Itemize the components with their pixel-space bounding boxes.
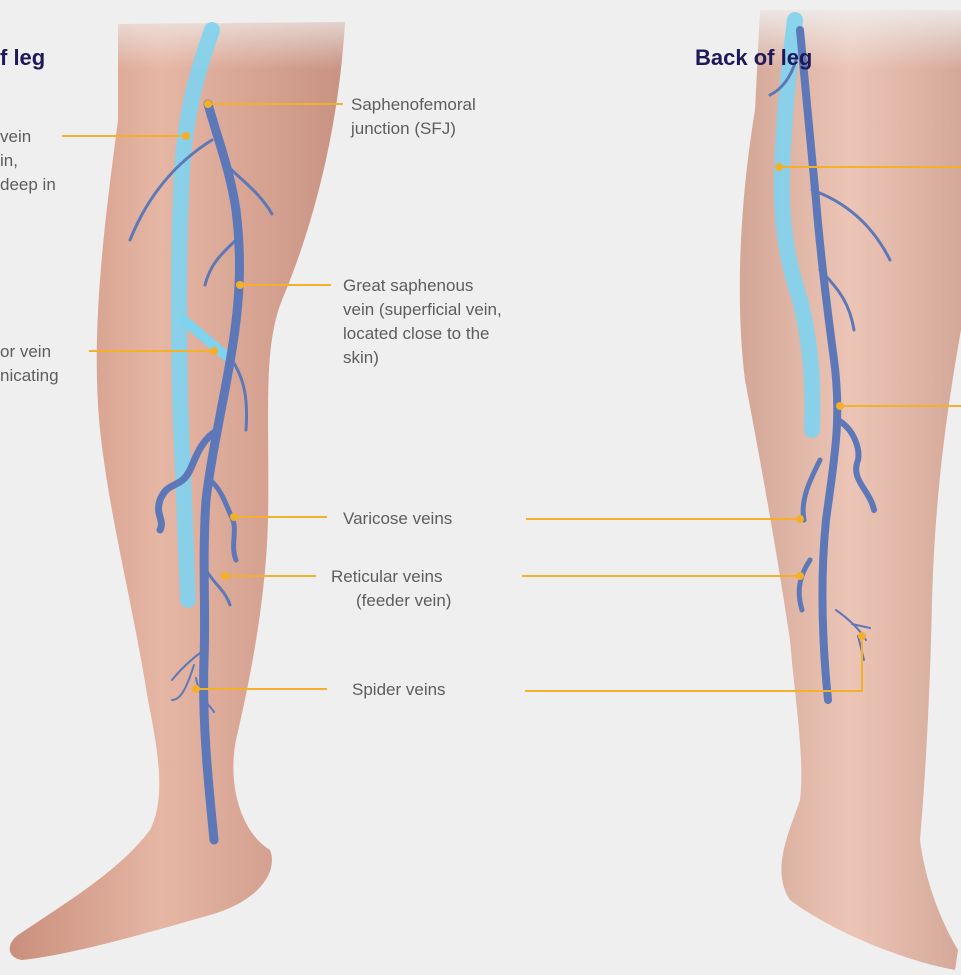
back-leg-shape [740,10,961,970]
label-line: or vein [0,341,51,362]
label-line: nicating [0,365,59,386]
label-line: Spider veins [352,679,446,700]
label-line: in, [0,150,18,171]
label-line: Great saphenous [343,275,473,296]
label-line: located close to the [343,323,489,344]
label-line: Saphenofemoral [351,94,476,115]
label-line: vein [0,126,31,147]
label-line: junction (SFJ) [351,118,456,139]
label-line: deep in [0,174,56,195]
label-line: skin) [343,347,379,368]
front-of-leg-heading: f leg [0,45,45,71]
label-line: Reticular veins [331,566,443,587]
label-line: Varicose veins [343,508,452,529]
label-line: vein (superficial vein, [343,299,502,320]
top-fade [90,0,961,70]
label-line: (feeder vein) [356,590,451,611]
back-of-leg-heading: Back of leg [695,45,812,71]
